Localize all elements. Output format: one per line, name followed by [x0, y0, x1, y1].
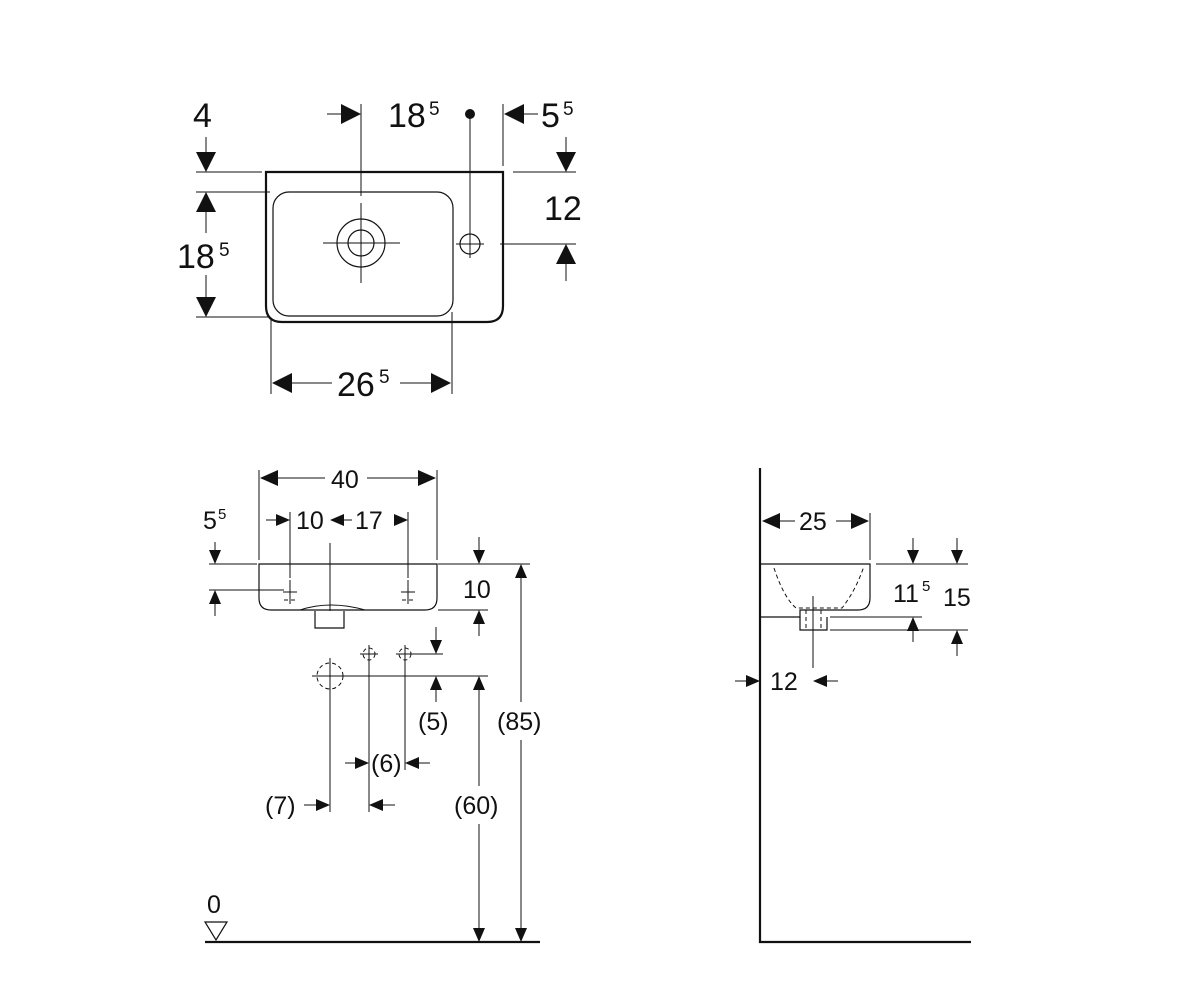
- bowl-section-dashed: [773, 565, 865, 609]
- tap-cross-right: [401, 580, 415, 604]
- waste-outlet-front: [314, 611, 345, 629]
- dim-left-front-sup: 5: [218, 506, 226, 523]
- dim-height-side-sup: 5: [922, 578, 930, 595]
- dim-6-label: (6): [371, 750, 402, 778]
- basin-outline-front: [258, 563, 438, 611]
- dim-hole2-label: 17: [355, 507, 383, 535]
- waste-connection-point: [312, 658, 488, 812]
- dim-bottom-label: 26: [337, 366, 375, 404]
- dim-left-sup: 5: [219, 240, 230, 261]
- dim-waste-label: 12: [770, 668, 798, 696]
- dim-top-right-label: 5: [541, 97, 560, 135]
- dim-left-front-label: 5: [203, 507, 217, 535]
- dim-center-sup: 5: [429, 99, 440, 120]
- supply-point-right: [396, 645, 443, 770]
- dim-width-label: 40: [331, 466, 359, 494]
- dim-5-label: (5): [418, 708, 449, 736]
- side-view: 25 11 5 15 12: [735, 468, 971, 944]
- dim-top-right-sup: 5: [563, 99, 574, 120]
- dim-left-label: 18: [177, 238, 215, 276]
- dim-depth-label: 25: [799, 508, 827, 536]
- floor-level-symbol: [203, 921, 229, 942]
- basin-outline-side: [761, 563, 871, 618]
- floor-level-label: 0: [207, 891, 221, 919]
- dim-height-total-label: 15: [943, 584, 971, 612]
- dim-bottom-sup: 5: [379, 367, 390, 388]
- dim-center-label: 18: [388, 97, 426, 135]
- dim-height-side-label: 11: [893, 580, 919, 608]
- tap-cross-left: [283, 580, 297, 604]
- tap-center-dot: [465, 109, 475, 119]
- basin-outline-top: [264, 170, 505, 324]
- supply-point-left: [360, 645, 378, 812]
- dim-hole1-label: 10: [296, 507, 324, 535]
- dim-height-label: 10: [463, 576, 491, 604]
- bowl-inner-top: [272, 191, 454, 317]
- top-view: 4 18 5 18 5 5 5 12 26 5: [177, 97, 582, 404]
- dim-60-label: (60): [454, 792, 498, 820]
- dim-85-label: (85): [497, 708, 541, 736]
- dim-right-label: 12: [544, 190, 582, 228]
- dim-7-label: (7): [265, 792, 296, 820]
- dim-top-left-label: 4: [193, 97, 212, 135]
- front-view: 0 40 10 17: [203, 466, 541, 944]
- basin-bowl-curve: [299, 604, 366, 611]
